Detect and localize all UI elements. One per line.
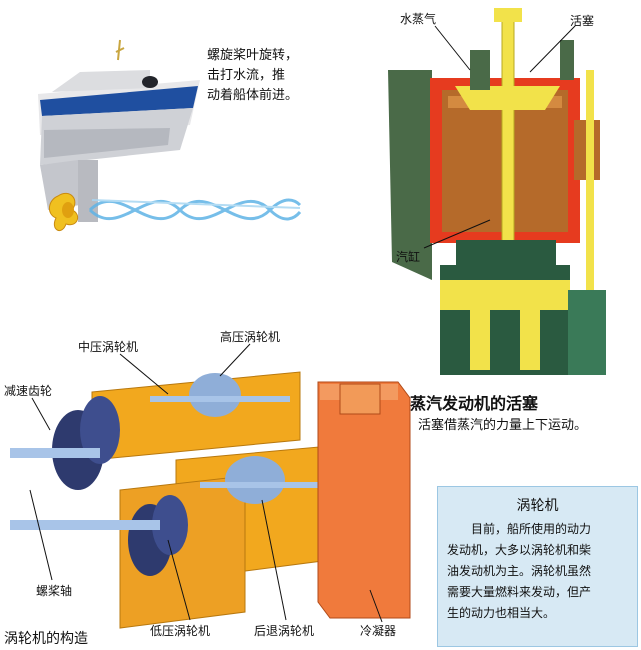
info-box-line: 目前，船所使用的动力	[471, 522, 592, 536]
steam-engine-illustration	[388, 8, 606, 375]
water-flow-swirl	[88, 198, 302, 221]
turbine-title: 涡轮机的构造	[4, 631, 88, 647]
leader-medium-pressure	[119, 353, 169, 395]
label-steam: 水蒸气	[400, 12, 437, 26]
leader-condenser	[369, 589, 383, 623]
info-box-line: 需要大量燃料来发动，但产	[447, 585, 592, 599]
leader-steam	[434, 25, 471, 71]
label-condenser: 冷凝器	[360, 624, 397, 638]
label-reverse: 后退涡轮机	[254, 624, 315, 638]
leader-high-pressure	[219, 343, 251, 377]
label-piston: 活塞	[570, 14, 595, 28]
steam-engine-caption: 活塞借蒸汽的力量上下运动。	[418, 418, 588, 433]
propeller-icon	[49, 192, 79, 232]
leader-reverse	[261, 499, 287, 621]
info-box-line: 油发动机为主。涡轮机虽然	[447, 564, 592, 578]
turbine-illustration	[10, 371, 331, 629]
info-box: 涡轮机 目前，船所使用的动力 发动机，大多以涡轮机和柴 油发动机为主。涡轮机虽然…	[437, 486, 638, 647]
label-high-pressure: 高压涡轮机	[220, 330, 281, 344]
leader-cylinder	[423, 219, 491, 249]
steam-engine-title: 蒸汽发动机的活塞	[410, 394, 539, 413]
label-propeller-shaft: 螺桨轴	[36, 584, 73, 598]
propeller-caption: 螺旋桨叶旋转， 击打水流，推 动着船体前进。	[207, 46, 337, 106]
condenser-illustration	[317, 381, 411, 619]
leader-piston	[529, 25, 576, 73]
info-box-line: 生的动力也相当大。	[447, 606, 556, 620]
propeller-caption-line: 螺旋桨叶旋转，	[207, 48, 299, 63]
leader-reduction-gear	[31, 397, 51, 431]
info-box-line: 发动机，大多以涡轮机和柴	[447, 543, 592, 557]
propeller-caption-line: 击打水流，推	[207, 68, 286, 83]
label-reduction-gear: 减速齿轮	[4, 384, 53, 398]
label-cylinder: 汽缸	[396, 250, 421, 264]
info-box-title: 涡轮机	[516, 498, 559, 514]
propeller-caption-line: 动着船体前进。	[207, 88, 299, 103]
label-medium-pressure: 中压涡轮机	[78, 340, 139, 354]
leader-propeller-shaft	[29, 489, 53, 581]
label-low-pressure: 低压涡轮机	[150, 624, 211, 638]
leader-low-pressure	[167, 539, 191, 621]
info-box-body: 目前，船所使用的动力 发动机，大多以涡轮机和柴 油发动机为主。涡轮机虽然 需要大…	[447, 519, 591, 624]
